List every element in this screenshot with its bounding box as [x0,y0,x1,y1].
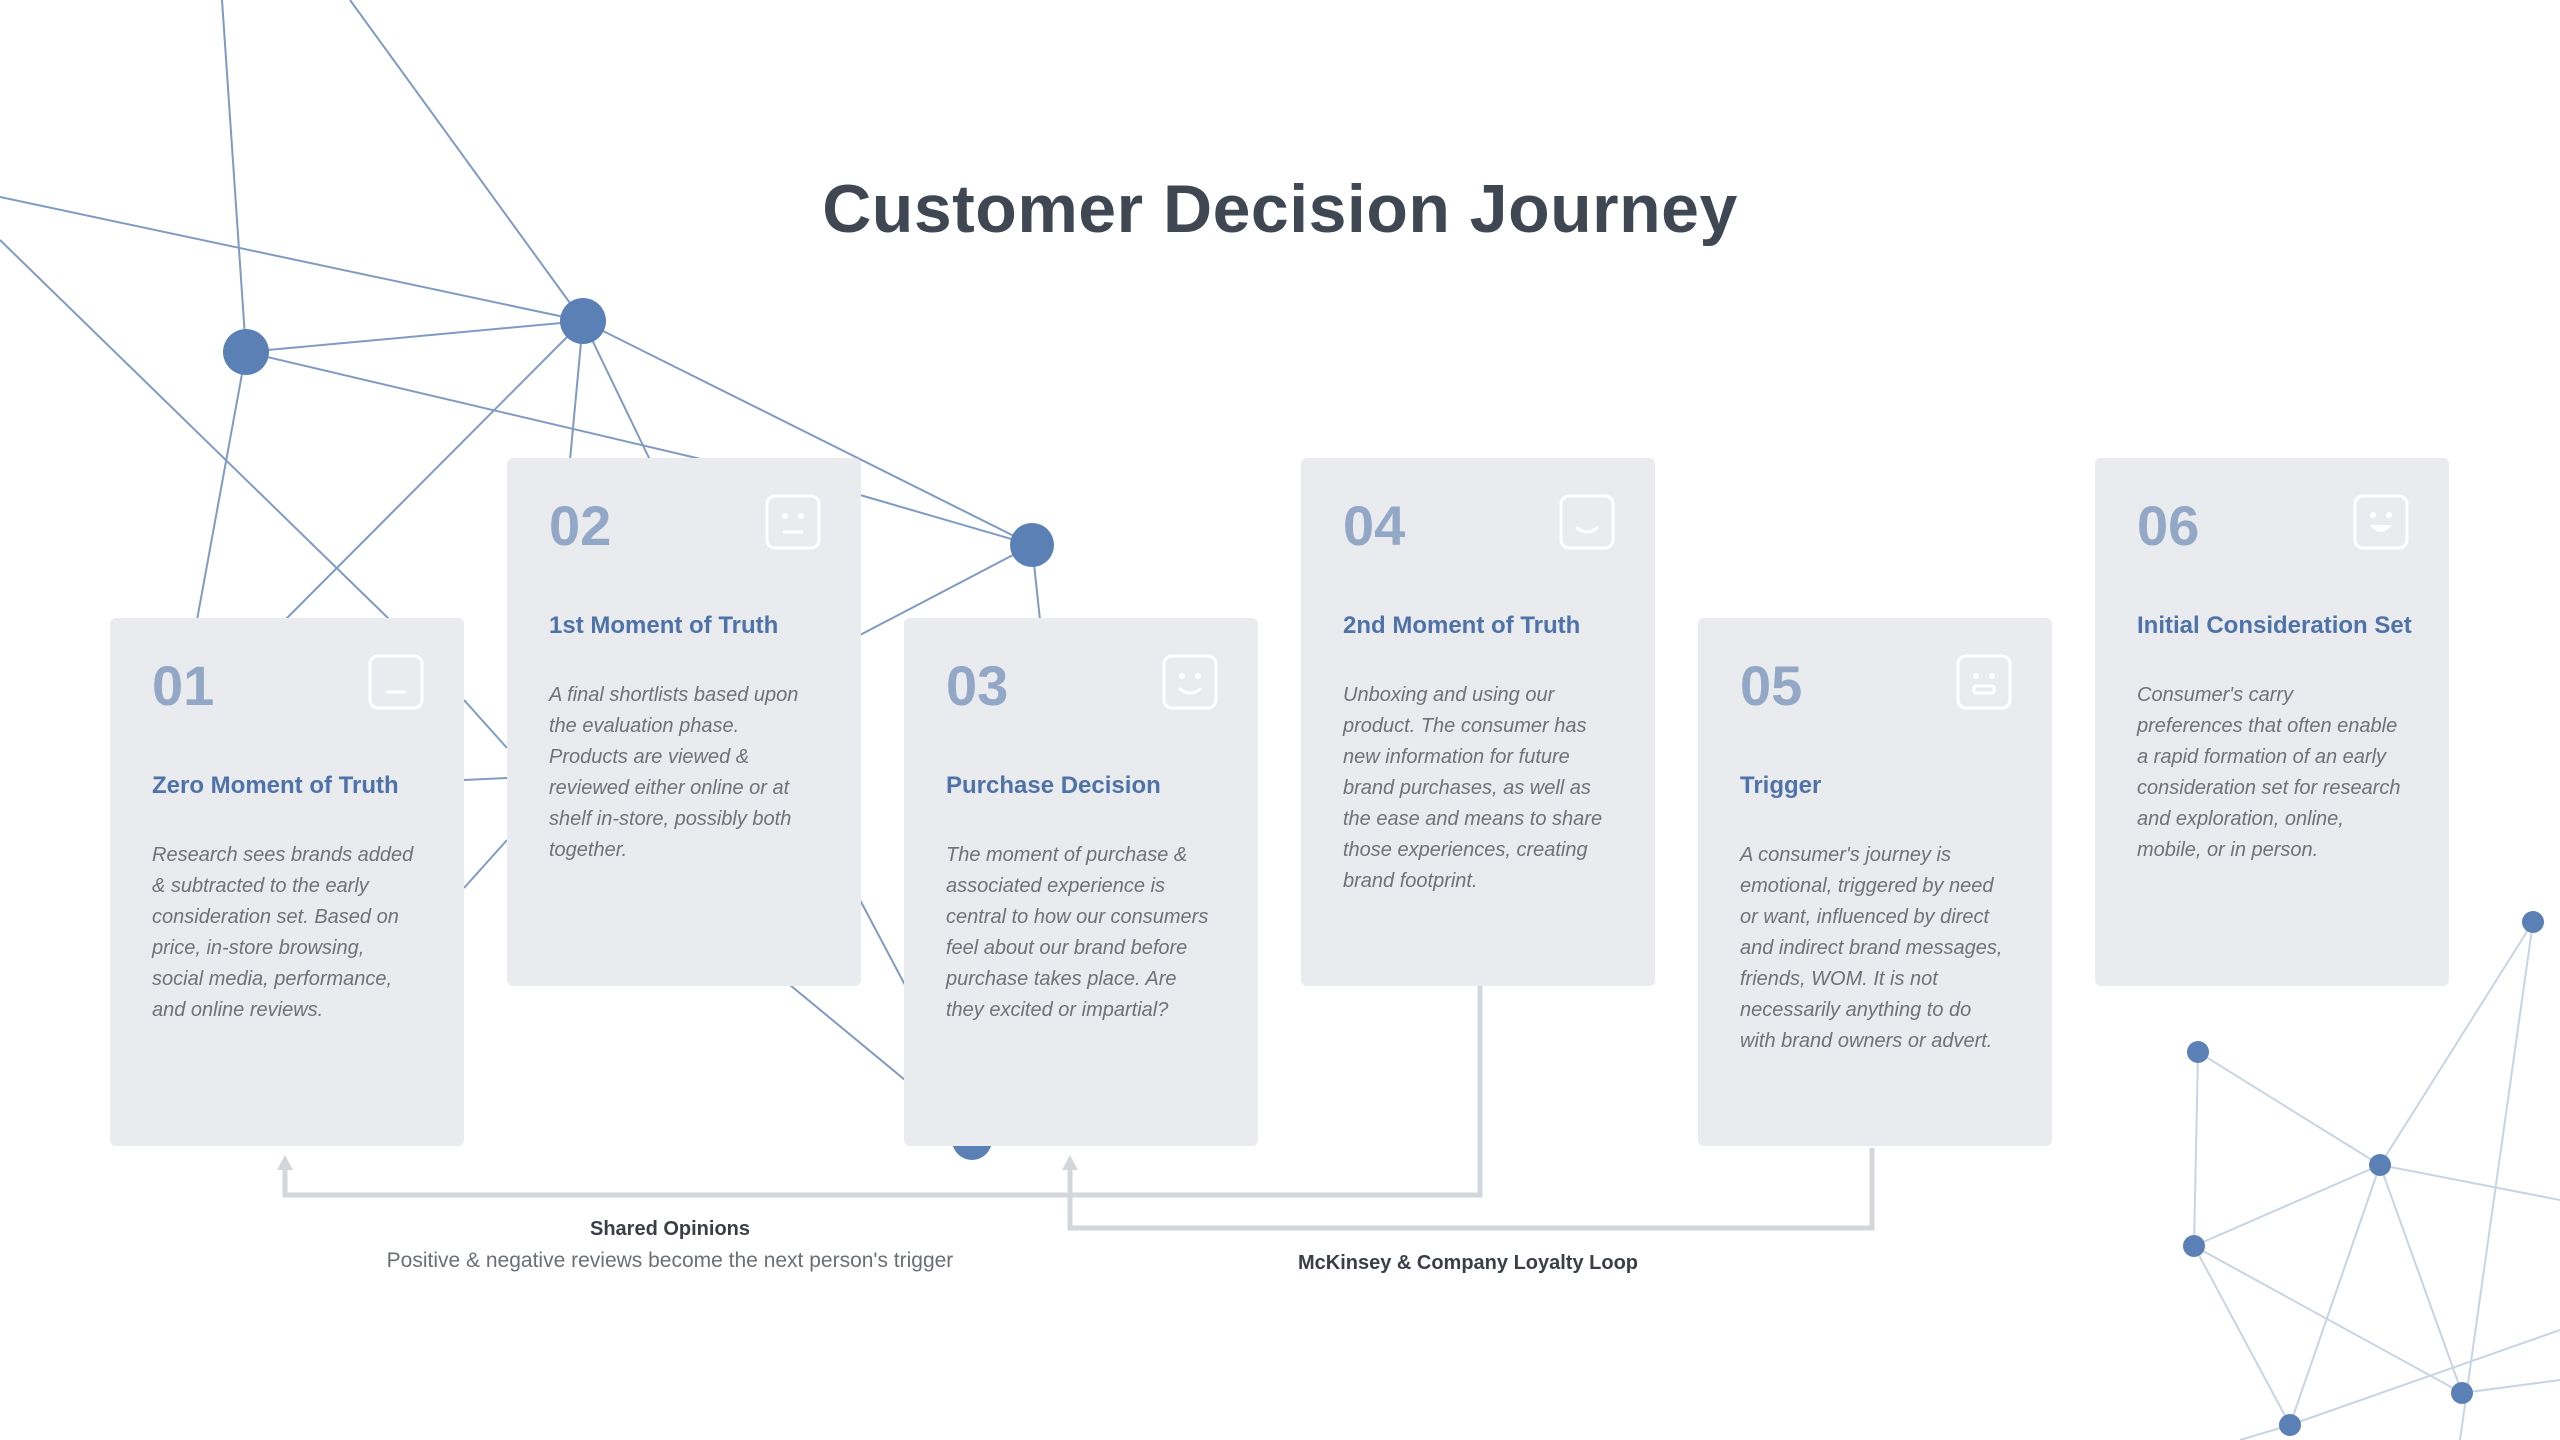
loyalty-loop-caption: McKinsey & Company Loyalty Loop [1168,1252,1768,1275]
step-heading: Zero Moment of Truth [152,772,399,799]
network-line [463,777,508,781]
step-number: 02 [549,494,612,557]
step-description: A final shortlists based upon the evalua… [549,684,799,861]
network-line [2193,1164,2381,1247]
network-line [245,320,584,353]
network-line [2197,1051,2381,1166]
face-neutral-icon [368,654,424,710]
network-node [2369,1154,2391,1176]
network-node [1010,523,1054,567]
step-card-06: 06 Initial Consideration Set Consumer's … [2095,458,2449,986]
step-heading: Trigger [1740,772,1822,799]
network-line [859,899,906,986]
network-line [2193,1245,2463,1394]
face-smile-icon [1162,654,1218,710]
step-description: A consumer's journey is emotional, trigg… [1740,844,2003,1052]
face-grin-icon [1956,654,2012,710]
network-line [2379,1164,2463,1394]
network-line [582,320,651,461]
network-node [2522,911,2544,933]
arrowhead-icon [1062,1155,1078,1170]
step-description: Consumer's carry preferences that often … [2137,684,2401,861]
network-line [221,0,247,353]
shared-opinions-caption: Shared Opinions Positive & negative revi… [270,1218,1070,1273]
network-node [2187,1041,2209,1063]
network-line [2289,1329,2560,1426]
step-number: 06 [2137,494,2200,557]
face-neutral-icon [765,494,821,550]
loyalty-loop-label: McKinsey & Company Loyalty Loop [1297,1252,1639,1274]
network-line [859,544,1033,636]
network-line [463,699,508,749]
network-line [2379,921,2534,1166]
network-node [560,298,606,344]
step-description: The moment of purchase & associated expe… [946,844,1209,1021]
network-line [284,320,584,621]
network-line [2379,1164,2560,1201]
step-card-02: 02 1st Moment of Truth A final shortlist… [507,458,861,986]
network-line [859,494,1033,546]
arrowhead-icon [277,1155,293,1170]
network-line [789,984,906,1081]
face-smile-icon [1559,494,1615,550]
loyalty-loop-connector [1067,1148,1875,1231]
step-number: 05 [1740,654,1803,717]
network-line [569,320,584,461]
step-card-05: 05 Trigger A consumer's journey is emoti… [1698,618,2052,1146]
step-heading: 1st Moment of Truth [549,612,779,639]
network-line [2193,1051,2199,1247]
network-line [2289,1164,2381,1426]
network-line [0,196,584,322]
step-number: 03 [946,654,1009,717]
network-node [2183,1235,2205,1257]
network-node [223,329,269,375]
shared-opinions-connector [282,985,1483,1198]
network-line [349,0,584,322]
network-line [245,351,706,461]
network-node [2279,1414,2301,1436]
shared-opinions-label: Shared Opinions [589,1218,751,1240]
step-card-04: 04 2nd Moment of Truth Unboxing and usin… [1301,458,1655,986]
face-laugh-icon [2353,494,2409,550]
network-line [0,239,391,621]
network-line [2193,1245,2291,1426]
network-node [2451,1382,2473,1404]
step-number: 01 [152,654,215,717]
shared-opinions-description: Positive & negative reviews become the n… [386,1249,954,1272]
page-title: Customer Decision Journey [822,171,1738,247]
network-line [196,351,247,621]
network-line [2461,1379,2560,1394]
step-description: Research sees brands added & subtracted … [152,844,414,1021]
step-heading: Purchase Decision [946,772,1161,799]
network-line [463,839,508,889]
step-heading: Initial Consideration Set [2137,612,2412,639]
network-line [582,320,1033,546]
network-line [2459,921,2534,1440]
step-card-01: 01 Zero Moment of Truth Research sees br… [110,618,464,1146]
step-heading: 2nd Moment of Truth [1343,612,1581,639]
step-description: Unboxing and using our product. The cons… [1343,684,1603,892]
step-card-03: 03 Purchase Decision The moment of purch… [904,618,1258,1146]
step-number: 04 [1343,494,1406,557]
